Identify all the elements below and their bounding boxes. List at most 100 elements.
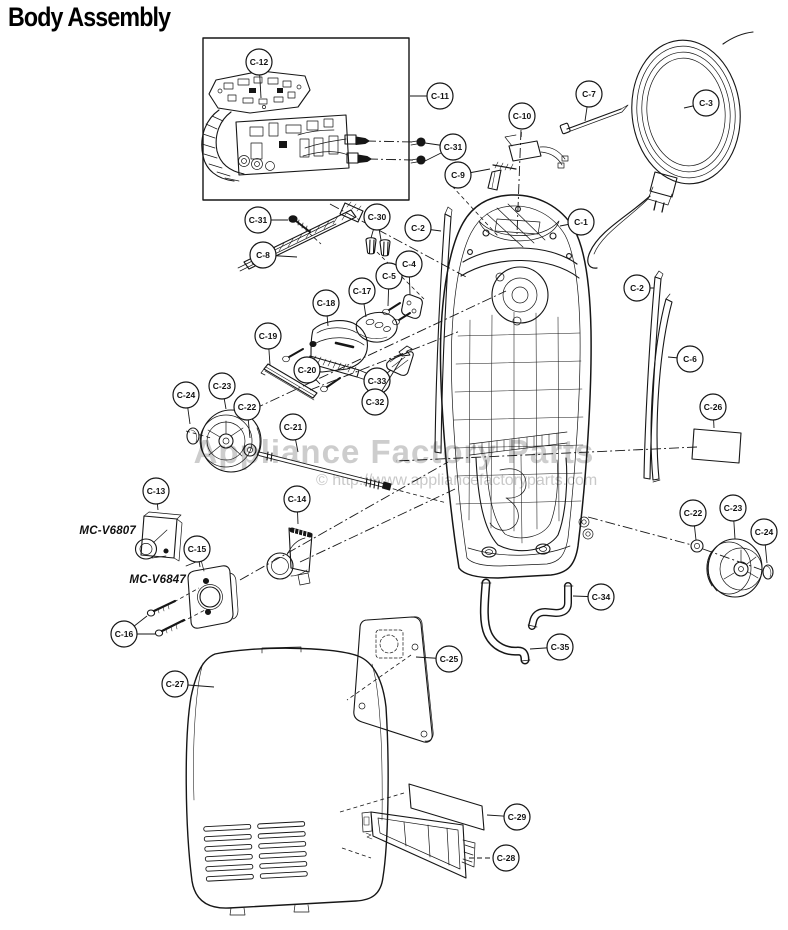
callout-c-17: C-17 xyxy=(348,277,376,318)
pcb-box-group xyxy=(201,37,426,201)
callout-circle xyxy=(375,262,403,290)
callout-circle xyxy=(508,102,536,130)
filter-cover-group xyxy=(353,616,434,743)
callout-circle xyxy=(161,670,189,698)
callout-circle xyxy=(750,518,778,546)
callout-label: C-25 xyxy=(440,654,459,664)
callout-label: C-31 xyxy=(249,215,268,225)
callout-c-28: C-28 xyxy=(469,844,520,872)
callout-circle xyxy=(142,477,170,505)
callout-label: C-19 xyxy=(259,331,278,341)
callout-c-3: C-3 xyxy=(683,89,720,117)
callout-label: C-33 xyxy=(368,376,387,386)
callout-c-34: C-34 xyxy=(572,583,615,611)
callout-circle xyxy=(233,393,261,421)
callout-c-22: C-22 xyxy=(679,499,707,541)
main-body-group xyxy=(439,194,594,579)
callout-label: C-35 xyxy=(551,642,570,652)
callout-circle xyxy=(503,803,531,831)
callout-c-20: C-20 xyxy=(293,356,321,385)
callout-label: C-3 xyxy=(699,98,713,108)
callout-label: C-15 xyxy=(188,544,207,554)
callout-c-23: C-23 xyxy=(719,494,747,540)
callout-label: C-23 xyxy=(724,503,743,513)
callout-label: C-26 xyxy=(704,402,723,412)
elbow-duct-group xyxy=(266,527,313,586)
callout-c-27: C-27 xyxy=(161,670,215,698)
callout-c-30: C-30 xyxy=(363,203,391,241)
callout-c-18: C-18 xyxy=(312,289,340,327)
page-title: Body Assembly xyxy=(8,2,171,32)
rear-cover-group xyxy=(185,646,389,916)
callout-c-35: C-35 xyxy=(529,633,574,661)
hoses-group xyxy=(479,578,574,665)
callout-label: C-18 xyxy=(317,298,336,308)
callout-c-24: C-24 xyxy=(172,381,200,425)
callout-circle xyxy=(679,499,707,527)
callout-c-10: C-10 xyxy=(508,102,536,141)
callout-circle xyxy=(110,620,138,648)
callout-circle xyxy=(363,203,391,231)
callout-c-8: C-8 xyxy=(249,241,298,269)
right-strips-group xyxy=(643,270,742,483)
callout-circle xyxy=(699,393,727,421)
callout-c-31: C-31 xyxy=(424,133,467,162)
callout-label: C-24 xyxy=(177,390,196,400)
callout-circle xyxy=(172,381,200,409)
callout-label: C-28 xyxy=(497,853,516,863)
callout-label: C-11 xyxy=(431,91,449,101)
callout-circle xyxy=(426,82,454,110)
label-plate xyxy=(691,428,742,464)
callout-c-23: C-23 xyxy=(208,372,236,410)
callout-circle xyxy=(575,80,603,108)
callout-circle xyxy=(361,388,389,416)
callout-circle xyxy=(249,241,277,269)
callout-c-6: C-6 xyxy=(667,345,704,373)
callout-c-5: C-5 xyxy=(375,262,403,307)
callout-c-16: C-16 xyxy=(110,615,155,648)
callout-c-1: C-1 xyxy=(559,208,595,236)
callout-circle xyxy=(692,89,720,117)
callout-circle xyxy=(293,356,321,384)
callout-circle xyxy=(245,48,273,76)
callout-circle xyxy=(546,633,574,661)
callout-label: C-1 xyxy=(574,217,588,227)
callout-label: C-27 xyxy=(166,679,185,689)
bearing-group xyxy=(134,511,239,637)
callout-c-13: C-13 xyxy=(142,477,170,511)
vent-slots xyxy=(203,821,308,882)
callout-c-26: C-26 xyxy=(699,393,727,429)
callout-c-9: C-9 xyxy=(444,161,491,189)
callout-c-2: C-2 xyxy=(404,214,442,242)
callout-circle xyxy=(395,250,423,278)
callout-circle xyxy=(254,322,282,350)
right-wheel-group xyxy=(690,538,774,598)
callout-label: C-22 xyxy=(238,402,257,412)
callout-c-22: C-22 xyxy=(233,393,261,439)
callout-circle xyxy=(244,206,272,234)
callout-label: C-4 xyxy=(402,259,416,269)
callout-label: C-5 xyxy=(382,271,396,281)
callout-c-21: C-21 xyxy=(279,413,307,453)
callout-label: C-32 xyxy=(366,397,385,407)
callout-circle xyxy=(444,161,472,189)
callout-c-7: C-7 xyxy=(575,80,603,122)
callout-circle xyxy=(492,844,520,872)
callout-circle xyxy=(312,289,340,317)
callout-label: C-22 xyxy=(684,508,703,518)
callout-label: C-9 xyxy=(451,170,465,180)
callout-label: C-30 xyxy=(368,212,387,222)
callout-label: C-2 xyxy=(411,223,425,233)
callout-label: C-6 xyxy=(683,354,697,364)
callout-circle xyxy=(404,214,432,242)
power-cord-group xyxy=(587,31,754,269)
callout-label: C-13 xyxy=(147,486,166,496)
callout-label: C-8 xyxy=(256,250,270,260)
callout-label: C-23 xyxy=(213,381,232,391)
callout-c-14: C-14 xyxy=(283,485,311,525)
callout-c-12: C-12 xyxy=(245,48,273,99)
callout-c-31: C-31 xyxy=(244,206,288,234)
